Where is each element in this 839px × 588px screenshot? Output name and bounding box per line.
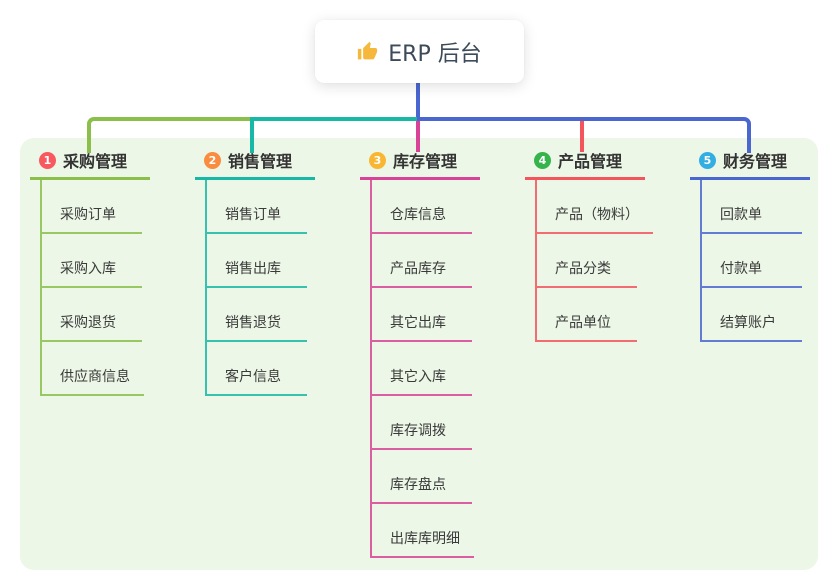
leaf-node[interactable]: 库存盘点: [372, 474, 472, 504]
leaf-node[interactable]: 销售出库: [207, 258, 307, 288]
badge-5: 5: [699, 151, 716, 169]
badge-3: 3: [369, 151, 386, 169]
badge-4: 4: [534, 151, 551, 169]
leaf-node[interactable]: 采购退货: [42, 312, 142, 342]
branch-inventory-children: 仓库信息 产品库存 其它出库 其它入库 库存调拨 库存盘点 出库库明细: [370, 180, 480, 558]
leaf-node[interactable]: 产品分类: [537, 258, 637, 288]
branch-inventory: 3 库存管理 仓库信息 产品库存 其它出库 其它入库 库存调拨 库存盘点 出库库…: [360, 150, 480, 558]
root-node[interactable]: ERP 后台: [315, 20, 524, 83]
leaf-node[interactable]: 回款单: [702, 204, 802, 234]
branch-product-node[interactable]: 4 产品管理: [525, 150, 645, 180]
leaf-node[interactable]: 销售退货: [207, 312, 307, 342]
branch-product-children: 产品（物料） 产品分类 产品单位: [535, 180, 653, 342]
leaf-node[interactable]: 产品（物料）: [537, 204, 653, 234]
root-connector-line: [416, 83, 420, 121]
branch-purchase-children: 采购订单 采购入库 采购退货 供应商信息: [40, 180, 150, 396]
leaf-node[interactable]: 其它入库: [372, 366, 472, 396]
connector-sales-line: [250, 117, 417, 153]
branch-label: 产品管理: [558, 152, 623, 171]
branch-purchase: 1 采购管理 采购订单 采购入库 采购退货 供应商信息: [30, 150, 150, 396]
root-title: ERP 后台: [388, 41, 482, 67]
leaf-node[interactable]: 出库库明细: [372, 528, 474, 558]
branch-purchase-node[interactable]: 1 采购管理: [30, 150, 150, 180]
branch-label: 销售管理: [228, 152, 293, 171]
leaf-node[interactable]: 产品单位: [537, 312, 637, 342]
branch-label: 采购管理: [63, 152, 128, 171]
connector-product-line: [580, 121, 584, 152]
leaf-node[interactable]: 其它出库: [372, 312, 472, 342]
leaf-node[interactable]: 付款单: [702, 258, 802, 288]
leaf-node[interactable]: 采购入库: [42, 258, 142, 288]
branch-product: 4 产品管理 产品（物料） 产品分类 产品单位: [525, 150, 653, 342]
leaf-node[interactable]: 销售订单: [207, 204, 307, 234]
branch-finance-children: 回款单 付款单 结算账户: [700, 180, 810, 342]
leaf-node[interactable]: 仓库信息: [372, 204, 472, 234]
branch-finance: 5 财务管理 回款单 付款单 结算账户: [690, 150, 810, 342]
badge-2: 2: [204, 151, 221, 169]
connector-purchase-line: [87, 117, 252, 153]
badge-1: 1: [39, 151, 56, 169]
leaf-node[interactable]: 产品库存: [372, 258, 472, 288]
connector-inventory-line: [416, 121, 420, 152]
branch-sales: 2 销售管理 销售订单 销售出库 销售退货 客户信息: [195, 150, 315, 396]
thumbs-up-icon: [358, 41, 378, 60]
leaf-node[interactable]: 供应商信息: [42, 366, 144, 396]
branch-finance-node[interactable]: 5 财务管理: [690, 150, 810, 180]
branch-label: 财务管理: [723, 152, 788, 171]
leaf-node[interactable]: 客户信息: [207, 366, 307, 396]
branch-sales-node[interactable]: 2 销售管理: [195, 150, 315, 180]
leaf-node[interactable]: 库存调拨: [372, 420, 472, 450]
connector-finance-line: [417, 117, 751, 153]
branch-sales-children: 销售订单 销售出库 销售退货 客户信息: [205, 180, 315, 396]
leaf-node[interactable]: 采购订单: [42, 204, 142, 234]
branch-inventory-node[interactable]: 3 库存管理: [360, 150, 480, 180]
mindmap-canvas: [20, 138, 818, 570]
leaf-node[interactable]: 结算账户: [702, 312, 802, 342]
branch-label: 库存管理: [393, 152, 458, 171]
